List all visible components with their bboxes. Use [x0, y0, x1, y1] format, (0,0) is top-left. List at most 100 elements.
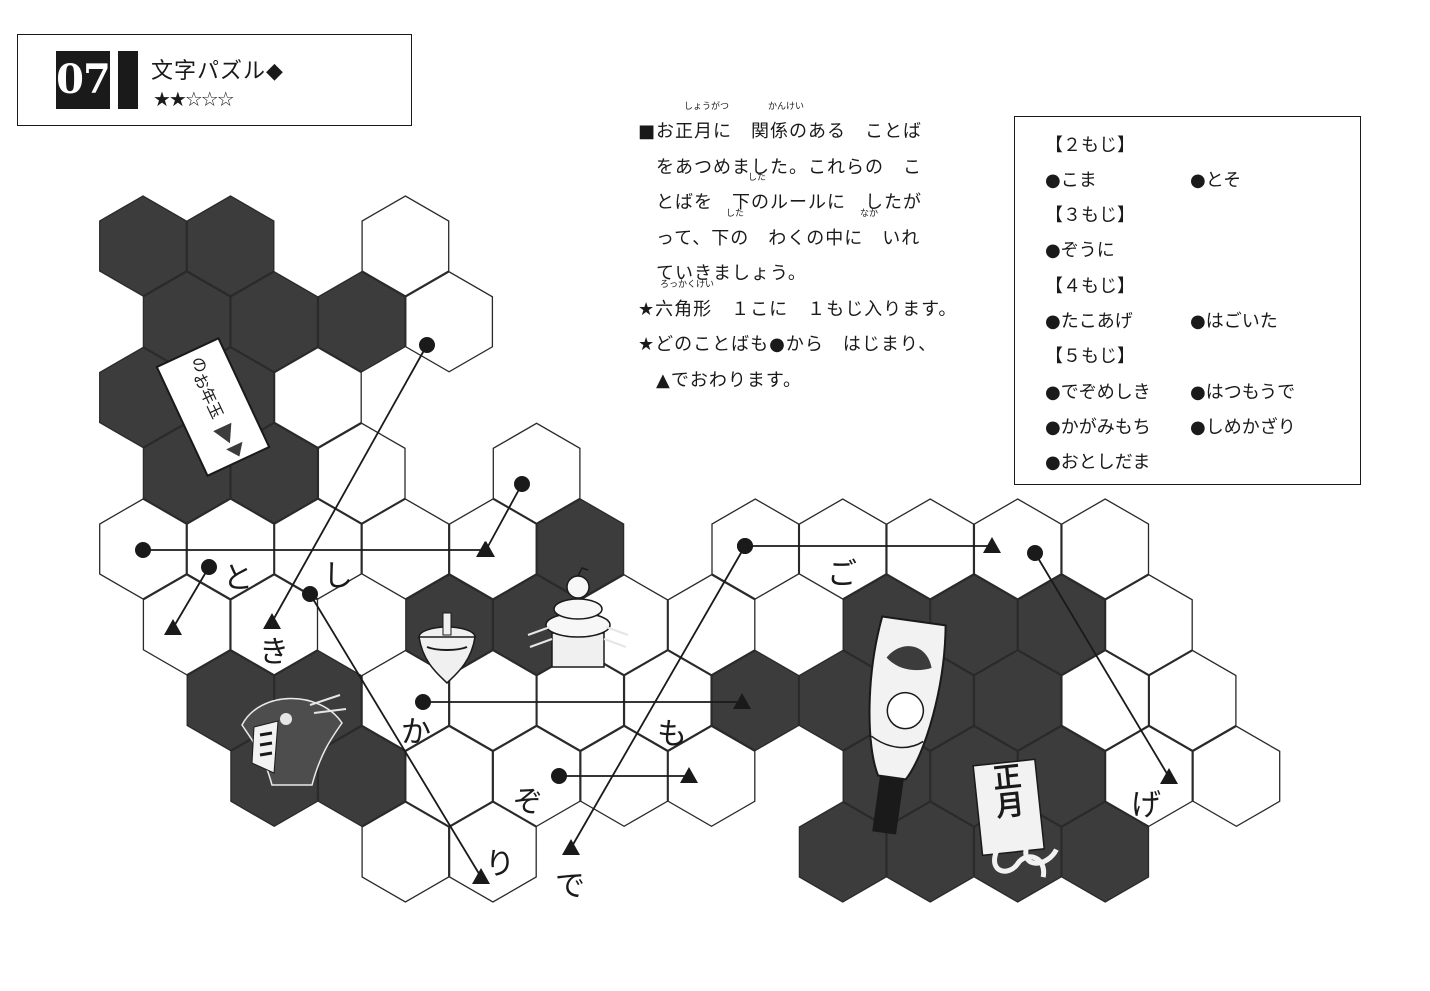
- ruby-kankei: かんけい: [768, 102, 805, 112]
- hex-cell[interactable]: [317, 422, 406, 525]
- hex-cell-dark: [230, 271, 319, 373]
- shogatsu-label: 正月: [988, 761, 1027, 821]
- hex-cell[interactable]: [1192, 725, 1281, 828]
- hex-cell[interactable]: [798, 498, 887, 600]
- hex-cell[interactable]: [623, 649, 712, 752]
- hex-cell[interactable]: [361, 801, 450, 903]
- end-triangle-marker: [164, 619, 182, 635]
- start-dot-marker: [135, 542, 151, 558]
- hex-cell[interactable]: [273, 498, 362, 600]
- hex-cell-dark: [973, 649, 1062, 752]
- word-row-5a: ●でぞめしき ●はつもうで: [1045, 378, 1295, 408]
- instruction-line-4: した なか って、下の わくの中に いれ: [656, 208, 921, 249]
- word-row-4: ●たこあげ ●はごいた: [1045, 307, 1278, 337]
- hex-cell[interactable]: [1104, 574, 1193, 676]
- hex-cell[interactable]: [886, 498, 975, 600]
- hex-cell-dark: [536, 498, 625, 600]
- ruby-shita-1: した: [748, 173, 767, 183]
- word-path-line: [485, 483, 523, 551]
- hagoita-illustration: [868, 615, 947, 835]
- word-zouni: ●ぞうに: [1045, 240, 1115, 261]
- word-kagamimochi: ●かがみもち: [1045, 417, 1151, 438]
- path-markers: [135, 337, 1178, 884]
- ruby-shita-2: した: [726, 208, 745, 219]
- cell-letter-to: と: [223, 561, 253, 596]
- end-triangle-marker: [680, 767, 698, 783]
- heading-2-letters: 【２もじ】: [1045, 135, 1135, 156]
- word-path-line: [1034, 552, 1170, 778]
- cell-letter-go: ご: [827, 557, 857, 592]
- start-dot-marker: [1027, 545, 1043, 561]
- word-row-5b: ●かがみもち ●しめかざり: [1045, 413, 1296, 443]
- start-dot-marker: [514, 476, 530, 492]
- hex-cell[interactable]: [361, 649, 450, 752]
- hex-cell[interactable]: [667, 574, 756, 676]
- cell-letter-de: で: [555, 869, 585, 904]
- hex-cell[interactable]: [492, 725, 581, 828]
- hex-cell[interactable]: [142, 574, 231, 676]
- kagamimochi-illustration: [527, 567, 629, 668]
- hex-cell[interactable]: [405, 725, 494, 828]
- hex-cells: [99, 195, 1281, 903]
- hex-cell[interactable]: [1104, 725, 1193, 828]
- hex-cell[interactable]: [973, 498, 1062, 600]
- shogatsu-paper-illustration: 正月: [972, 758, 1059, 878]
- hex-cell[interactable]: [1061, 498, 1150, 600]
- start-dot-marker: [201, 559, 217, 575]
- hex-cell[interactable]: [448, 498, 537, 600]
- heading-3-letters: 【３もじ】: [1045, 205, 1135, 226]
- header-box: 07 文字パズル◆ ★★☆☆☆: [17, 34, 412, 126]
- heading-4-letters: 【４もじ】: [1045, 276, 1135, 297]
- start-dot-marker: [302, 586, 318, 602]
- end-triangle-marker: [477, 541, 495, 557]
- ruby-rokkakukei: ろっかくけい: [660, 279, 715, 290]
- hex-cell-dark: [798, 801, 887, 903]
- heading-5-letters: 【５もじ】: [1045, 346, 1135, 367]
- end-triangle-marker: [472, 868, 490, 884]
- hex-cell[interactable]: [361, 498, 450, 600]
- ruby-shogatsu: しょうがつ: [684, 102, 730, 112]
- word-otoshidama: ●おとしだま: [1045, 452, 1151, 473]
- hex-cell[interactable]: [1061, 649, 1150, 752]
- hex-cell[interactable]: [711, 498, 800, 600]
- instruction-line-8: ▲でおわります。: [656, 369, 803, 391]
- end-triangle-marker: [263, 613, 281, 629]
- word-toso: ●とそ: [1190, 170, 1242, 191]
- instruction-line-2: をあつめました。これらの こ: [656, 156, 922, 178]
- cell-letter-shi: し: [323, 559, 353, 594]
- hex-cell[interactable]: [667, 725, 756, 828]
- instructions: しょうがつ かんけい ■お正月に 関係のある ことば をあつめました。これらの …: [638, 102, 988, 398]
- word-hagoita: ●はごいた: [1190, 311, 1278, 332]
- cell-letter-zo: ぞ: [513, 785, 543, 820]
- hex-cell[interactable]: [448, 649, 537, 752]
- instruction-line-6: ろっかくけい ★六角形 １こに １もじ入ります。: [638, 279, 958, 320]
- end-triangle-marker: [733, 693, 751, 709]
- hex-cell[interactable]: [273, 346, 362, 449]
- word-path-line: [570, 545, 746, 849]
- word-row-3: ●ぞうに: [1045, 236, 1115, 266]
- hex-cell-dark: [711, 649, 800, 752]
- word-takoage: ●たこあげ: [1045, 311, 1133, 332]
- hex-cell-dark: [1017, 574, 1106, 676]
- instruction-line-3: した とばを 下のルールに したが: [656, 173, 922, 213]
- difficulty-stars: ★★☆☆☆: [153, 87, 235, 111]
- word-koma: ●こま: [1045, 170, 1097, 191]
- cell-letter-ka: か: [401, 715, 431, 750]
- word-row-2: ●こま ●とそ: [1045, 166, 1241, 196]
- instruction-line-5: ていきましょう。: [656, 263, 807, 284]
- hex-cell[interactable]: [1148, 649, 1237, 752]
- hex-cell-dark: [186, 195, 275, 297]
- ruby-naka: なか: [860, 208, 879, 219]
- hex-cell-dark: [317, 271, 406, 373]
- hex-cell[interactable]: [361, 195, 450, 297]
- hex-cell[interactable]: [448, 801, 537, 903]
- word-path-line: [172, 566, 210, 629]
- koma-spinning-top-illustration: [418, 612, 476, 685]
- page-title: 文字パズル◆: [151, 59, 284, 84]
- cell-letter-ri: り: [485, 847, 515, 882]
- start-dot-marker: [419, 337, 435, 353]
- otoshidama-prefix: の: [187, 354, 211, 377]
- word-path-line: [271, 344, 428, 623]
- hex-cell-dark: [317, 725, 406, 828]
